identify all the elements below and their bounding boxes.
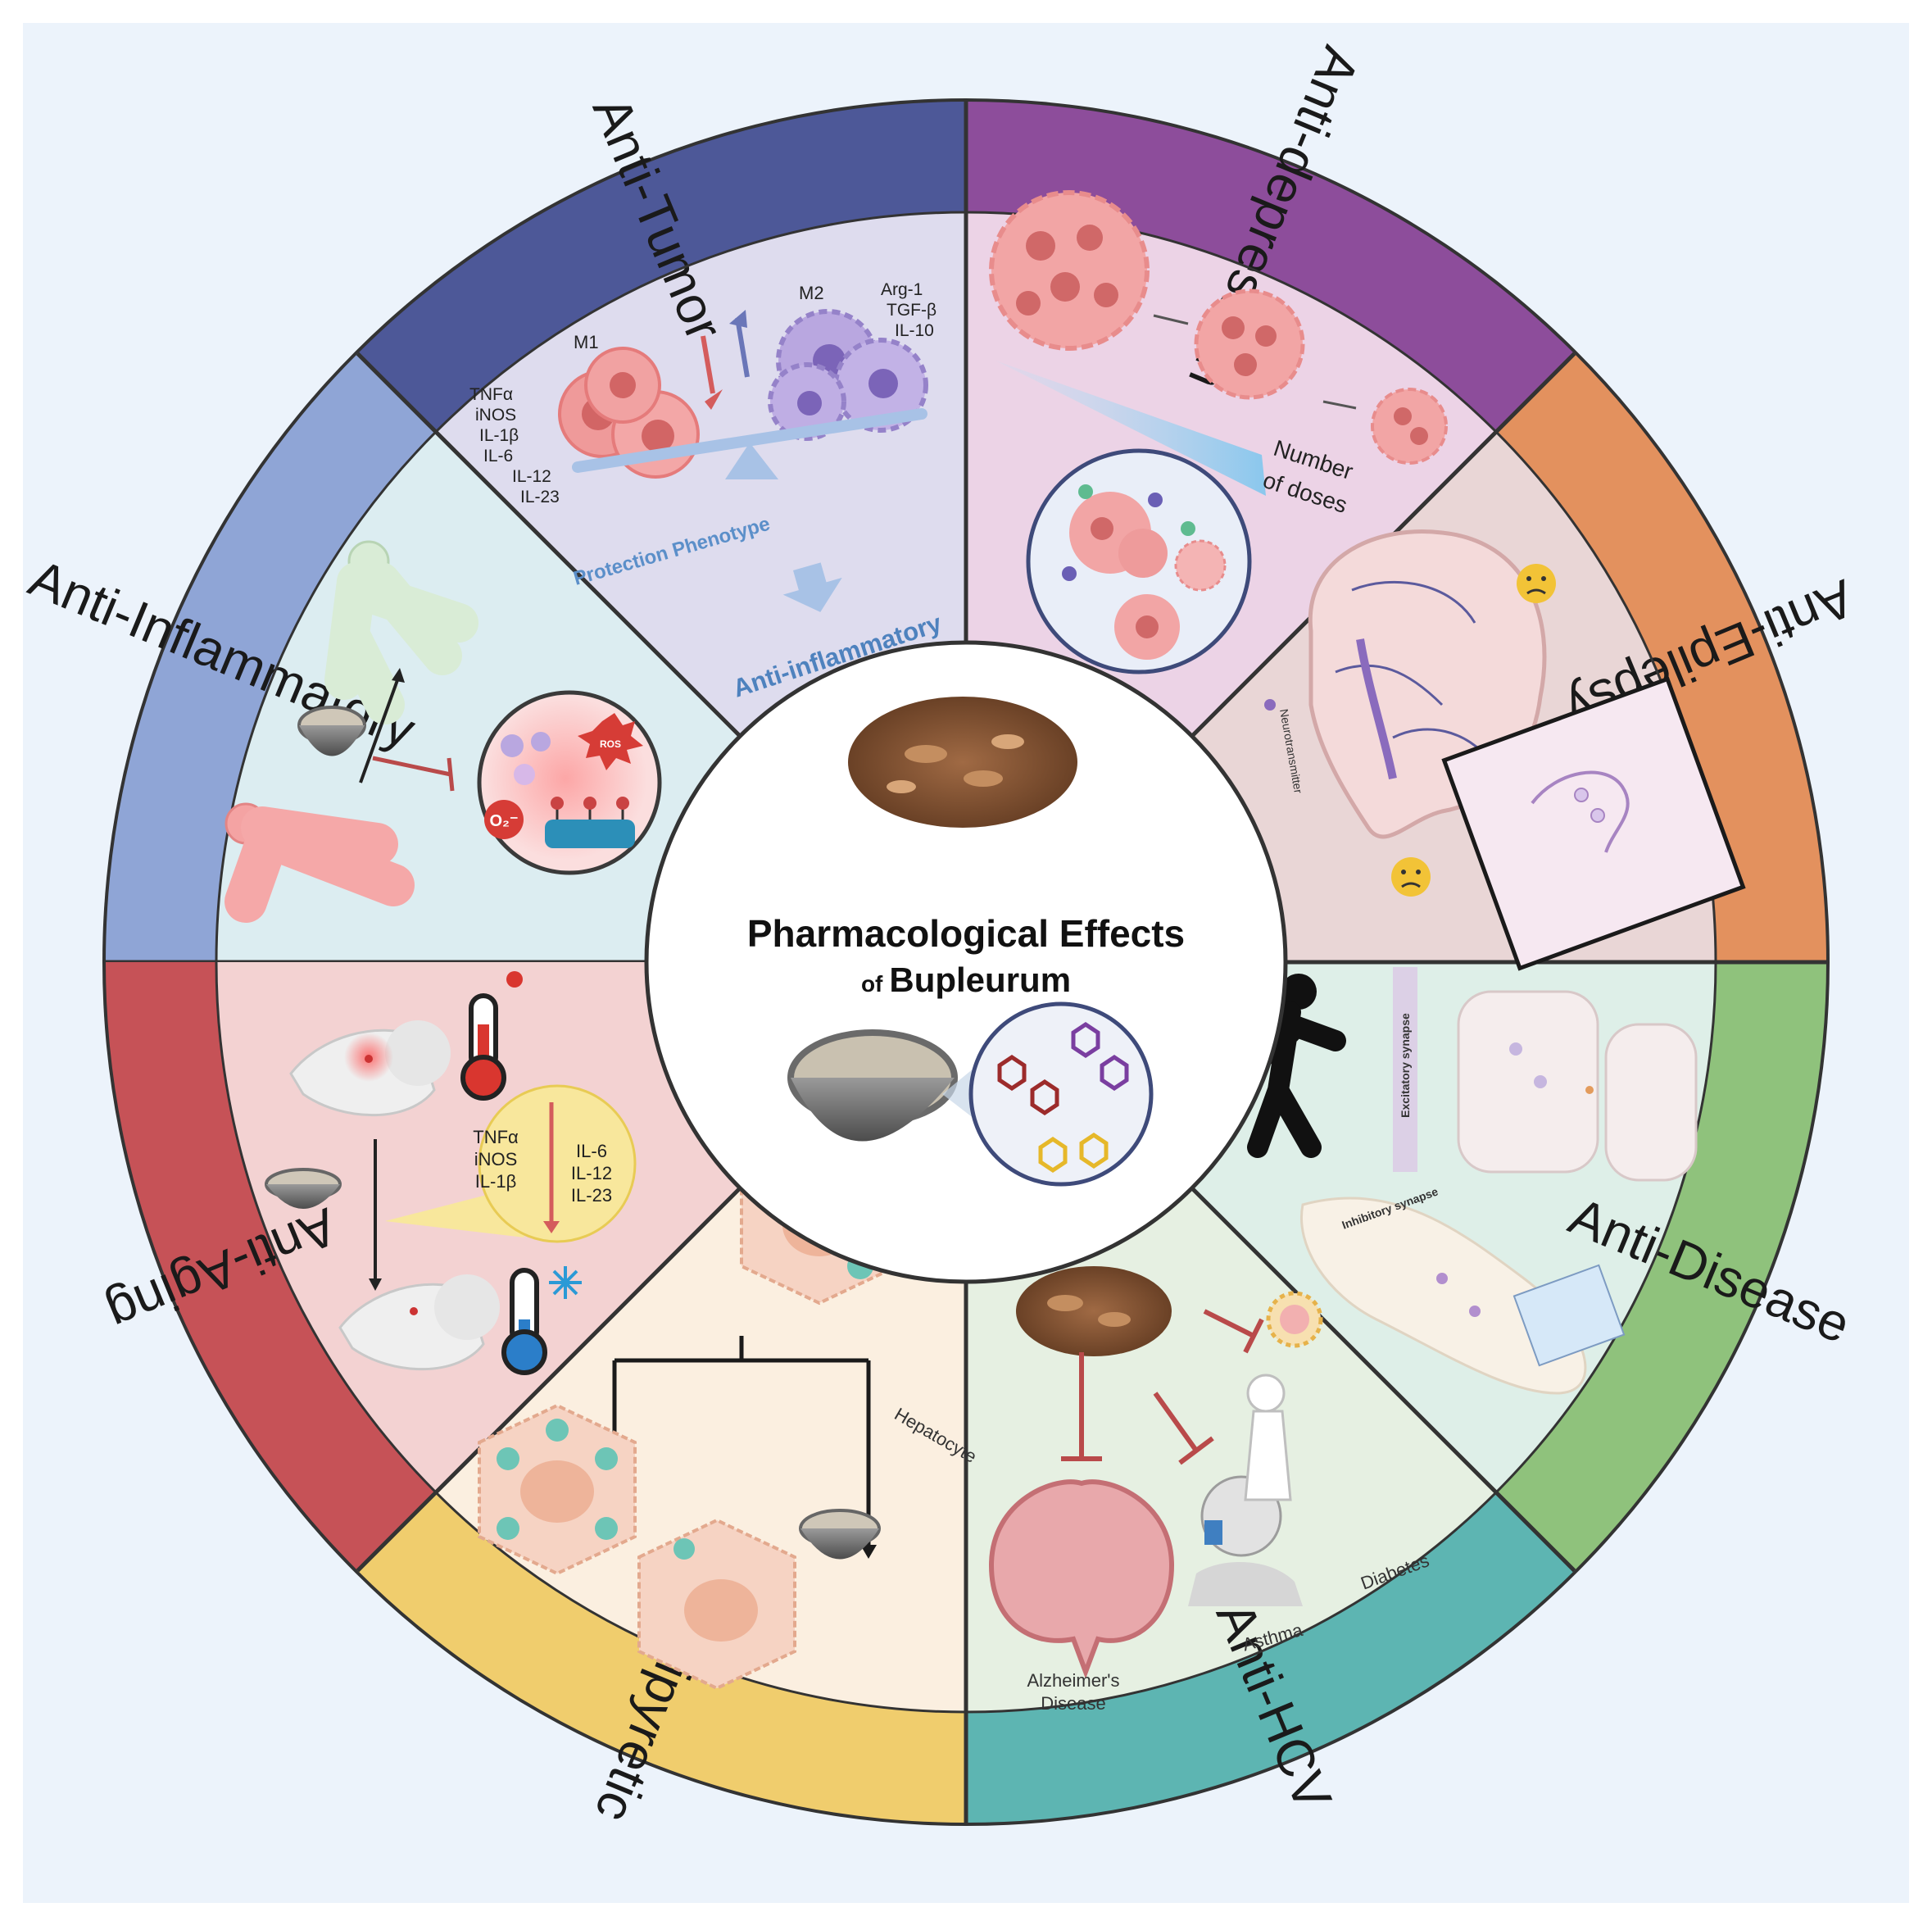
m1-macrophages — [558, 347, 700, 479]
band-anti-depression — [966, 102, 1575, 432]
neurotransmitter-dot — [1264, 699, 1276, 711]
svg-text:IL-23: IL-23 — [520, 488, 560, 506]
svg-text:iNOS: iNOS — [474, 1149, 518, 1169]
decoction-bowl-icon — [799, 1509, 881, 1560]
brain-section-icon — [988, 1479, 1175, 1679]
svg-text:TNFα: TNFα — [469, 385, 513, 404]
band-anti-tumor — [357, 102, 967, 432]
svg-text:Excitatory synapse: Excitatory synapse — [1399, 1013, 1412, 1118]
band-boundary — [215, 211, 1717, 1714]
band-anti-hcv — [966, 1492, 1575, 1823]
diabetes-person-icon — [1244, 1374, 1292, 1501]
synapse-inset — [1441, 676, 1746, 971]
antipyretic-marker-list-left: TNFα iNOS IL-1β — [473, 1127, 519, 1192]
antipyretic-panel: TNFα iNOS IL-1β IL-6 IL-12 IL-23 — [265, 971, 637, 1375]
m1-label: M1 — [574, 332, 599, 352]
svg-text:IL-10: IL-10 — [895, 321, 934, 340]
balance-scale — [572, 408, 927, 479]
svg-text:IL-12: IL-12 — [571, 1163, 612, 1183]
tumor-large — [989, 190, 1150, 351]
hepatocyte-treated — [637, 1518, 796, 1691]
svg-text:O₂⁻: O₂⁻ — [490, 812, 519, 830]
dose-wedge — [995, 361, 1266, 496]
herb-pile — [1016, 1266, 1172, 1356]
band-anti-inflammatory — [106, 353, 436, 963]
m2-up-arrow — [735, 317, 750, 378]
tumor-medium — [1194, 288, 1305, 400]
normal-rat-icon — [338, 1274, 500, 1371]
svg-text:IL-1β: IL-1β — [479, 426, 519, 445]
herb-pile — [848, 697, 1077, 828]
decoction-bowl-icon — [297, 706, 366, 756]
svg-text:IL-12: IL-12 — [512, 467, 551, 486]
m1-down-arrow — [701, 335, 715, 394]
inhibit-arrows — [1061, 1309, 1264, 1465]
band-anti-epilepsy — [1496, 353, 1826, 963]
svg-text:ROS: ROS — [600, 738, 621, 750]
pancreas-circle — [1266, 1291, 1323, 1348]
svg-text:Arg-1: Arg-1 — [881, 280, 923, 299]
hepatocyte-infected — [478, 1403, 637, 1576]
band-anti-aging — [106, 962, 436, 1571]
svg-text:IL-6: IL-6 — [576, 1141, 607, 1161]
band-anti-disease — [1496, 962, 1826, 1571]
thermometer-cold-icon — [501, 1266, 582, 1375]
anti-aging-panel: ROS O₂⁻ — [224, 540, 662, 923]
sad-face-icon — [1517, 564, 1556, 603]
seizure-person-icon — [1243, 974, 1346, 1158]
m2-marker-list: Arg-1 TGF-β IL-10 — [881, 280, 937, 340]
decoction-bowl-icon — [265, 1168, 342, 1209]
sad-face-icon — [1391, 857, 1431, 897]
center-title-line1: Pharmacological Effects — [747, 912, 1185, 955]
down-arrow — [782, 562, 842, 612]
alzheimers-label-line1: Alzheimer's — [1027, 1670, 1119, 1691]
aging-inhibit-arrow — [372, 756, 451, 777]
healthy-body-icon — [324, 540, 478, 724]
anti-disease-panel: Alzheimer's Disease Asthma Diabetes — [988, 1266, 1432, 1714]
dna-icon — [545, 797, 635, 848]
svg-text:TGF-β: TGF-β — [887, 301, 937, 320]
aged-body-icon — [224, 802, 415, 923]
decoction-bowl-icon — [787, 1029, 958, 1142]
molecule-circle — [968, 1001, 1154, 1187]
fever-rat-icon — [289, 1020, 451, 1117]
thermometer-hot-icon — [460, 971, 523, 1101]
tumor-microenvironment-circle — [1026, 448, 1252, 674]
ros-circle: ROS O₂⁻ — [477, 690, 662, 875]
inhibitory-synapse-diagram: Inhibitory synapse — [1300, 1184, 1626, 1395]
tumor-small — [1371, 388, 1448, 465]
m2-label: M2 — [799, 283, 824, 303]
anti-depression-panel: Neurotransmitter — [1264, 529, 1746, 971]
cytokine-bubble — [478, 1084, 637, 1243]
antipyretic-marker-list-right: IL-6 IL-12 IL-23 — [571, 1141, 612, 1206]
svg-text:iNOS: iNOS — [475, 406, 516, 425]
svg-text:IL-23: IL-23 — [571, 1185, 612, 1206]
alzheimers-label-line2: Disease — [1041, 1693, 1105, 1714]
svg-text:TNFα: TNFα — [473, 1127, 519, 1147]
svg-text:IL-1β: IL-1β — [475, 1171, 517, 1192]
excitatory-synapse-diagram: Excitatory synapse — [1393, 967, 1698, 1182]
svg-text:IL-6: IL-6 — [483, 447, 513, 465]
panel-antipyretic — [435, 1188, 966, 1712]
m2-macrophages — [768, 309, 928, 441]
m1-marker-list: TNFα iNOS IL-1β IL-6 IL-12 IL-23 — [469, 385, 560, 506]
anti-epilepsy-panel: Excitatory synapse Inhibitory synapse — [1243, 967, 1698, 1395]
